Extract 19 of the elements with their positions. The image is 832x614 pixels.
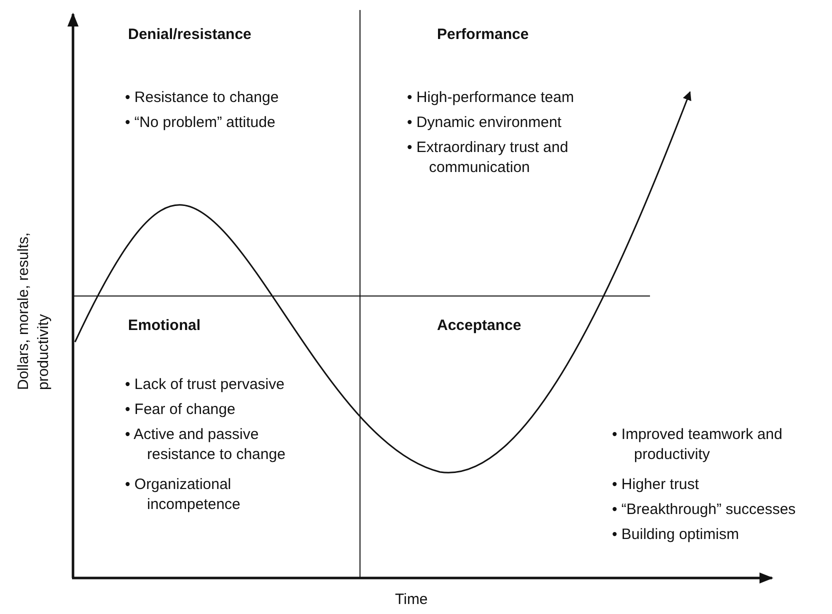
bullet-item: • Dynamic environment xyxy=(407,113,562,133)
bullet-item: • Higher trust xyxy=(612,475,699,495)
quadrant-heading: Performance xyxy=(437,25,529,45)
bullet-item: • “Breakthrough” successes xyxy=(612,500,796,520)
bullet-item: • Lack of trust pervasive xyxy=(125,375,284,395)
bullet-item: • Extraordinary trust and communication xyxy=(407,138,570,178)
quadrant-heading: Denial/resistance xyxy=(128,25,252,45)
bullet-item: • High-performance team xyxy=(407,88,574,108)
axis-title: Time xyxy=(395,590,429,610)
bullet-item: • Resistance to change xyxy=(125,88,279,108)
bullet-item: • Organizational incompetence xyxy=(125,475,242,515)
quadrant-heading: Emotional xyxy=(128,316,201,336)
axis-title: Dollars, morale, results, productivity xyxy=(14,231,53,390)
bullet-item: • “No problem” attitude xyxy=(125,113,276,133)
quadrant-heading: Acceptance xyxy=(437,316,522,336)
bullet-item: • Fear of change xyxy=(125,400,236,420)
bullet-item: • Improved teamwork and productivity xyxy=(612,425,784,465)
bullet-item: • Building optimism xyxy=(612,525,739,545)
bullet-item: • Active and passive resistance to change xyxy=(125,425,286,465)
